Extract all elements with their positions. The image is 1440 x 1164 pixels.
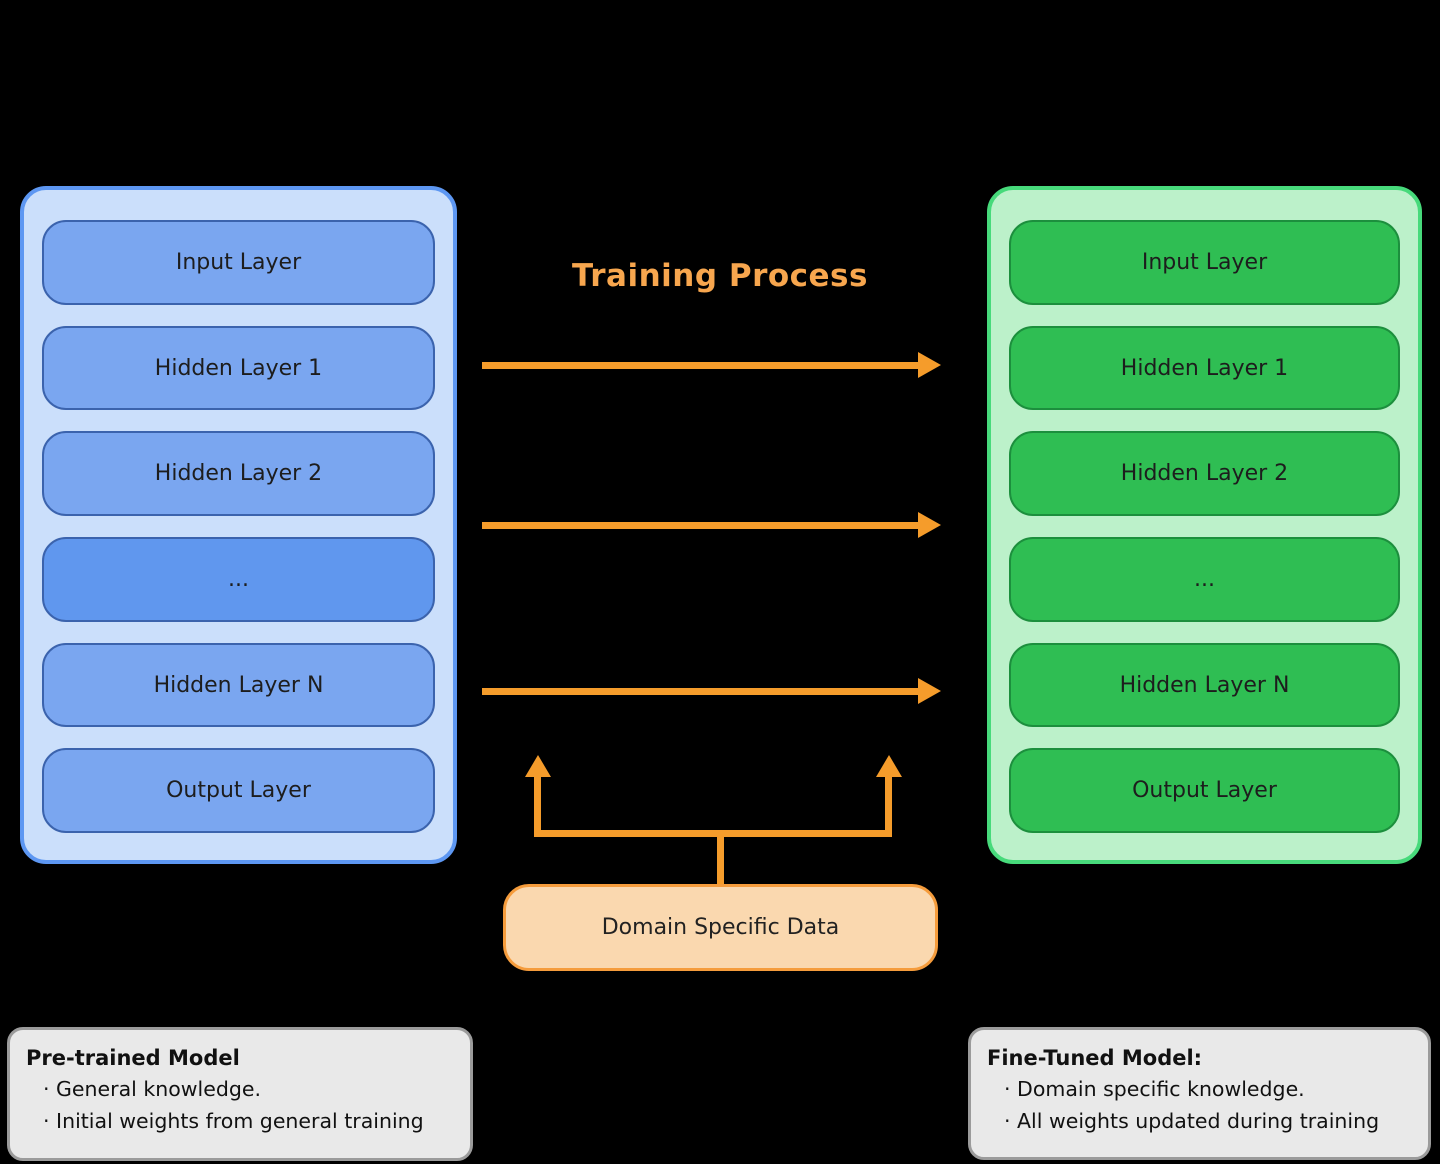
finetuned-layer-hidden-2: Hidden Layer 2 bbox=[1009, 431, 1400, 517]
pretrained-model-panel: Input Layer Hidden Layer 1 Hidden Layer … bbox=[20, 186, 457, 864]
finetuned-note-item-1: · Domain specific knowledge. bbox=[1004, 1077, 1305, 1101]
pretrained-model-note: Pre-trained Model · General knowledge. ·… bbox=[7, 1027, 473, 1161]
finetuned-note-item-2: · All weights updated during training bbox=[1004, 1109, 1380, 1133]
domain-specific-data-box: Domain Specific Data bbox=[503, 884, 938, 971]
domain-data-right-arm bbox=[885, 776, 892, 836]
pretrained-layer-hidden-2: Hidden Layer 2 bbox=[42, 431, 435, 517]
pretrained-note-item-2: · Initial weights from general training bbox=[43, 1109, 424, 1133]
pretrained-layer-output: Output Layer bbox=[42, 748, 435, 834]
finetuned-layer-input: Input Layer bbox=[1009, 220, 1400, 305]
finetuned-note-title: Fine-Tuned Model: bbox=[987, 1046, 1203, 1070]
pretrained-note-title: Pre-trained Model bbox=[26, 1046, 240, 1070]
up-arrow-right-icon bbox=[876, 755, 902, 777]
pretrained-note-item-1: · General knowledge. bbox=[43, 1077, 261, 1101]
domain-data-crossbar bbox=[534, 830, 892, 837]
finetuned-model-note: Fine-Tuned Model: · Domain specific know… bbox=[968, 1027, 1431, 1160]
finetuned-model-panel: Input Layer Hidden Layer 1 Hidden Layer … bbox=[987, 186, 1422, 864]
pretrained-layer-hidden-n: Hidden Layer N bbox=[42, 642, 435, 728]
pretrained-layer-ellipsis: ... bbox=[42, 537, 435, 622]
training-arrow-2-head-icon bbox=[918, 512, 941, 538]
finetuned-layer-ellipsis: ... bbox=[1009, 537, 1400, 622]
training-arrow-2-shaft bbox=[482, 522, 919, 529]
up-arrow-left-icon bbox=[525, 755, 551, 777]
pretrained-layer-hidden-1: Hidden Layer 1 bbox=[42, 325, 435, 411]
pretrained-layer-input: Input Layer bbox=[42, 220, 435, 305]
finetuned-layer-hidden-n: Hidden Layer N bbox=[1009, 642, 1400, 728]
finetuned-layer-output: Output Layer bbox=[1009, 748, 1400, 834]
training-arrow-3-shaft bbox=[482, 688, 919, 695]
domain-data-left-arm bbox=[534, 776, 541, 836]
training-arrow-3-head-icon bbox=[918, 678, 941, 704]
finetuned-layer-hidden-1: Hidden Layer 1 bbox=[1009, 325, 1400, 411]
training-arrow-1-head-icon bbox=[918, 352, 941, 378]
training-process-title: Training Process bbox=[572, 258, 868, 294]
domain-data-stem bbox=[717, 834, 724, 884]
training-arrow-1-shaft bbox=[482, 362, 919, 369]
